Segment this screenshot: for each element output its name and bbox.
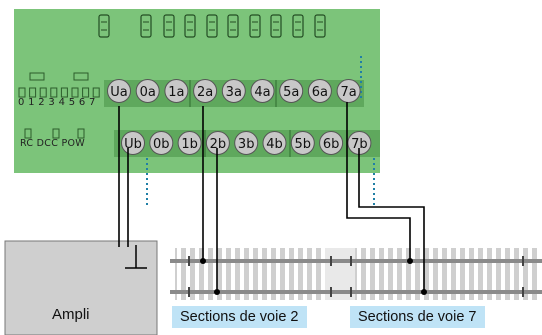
wire-junctions	[200, 258, 427, 295]
insulator-joint	[350, 256, 352, 266]
header-pin	[163, 14, 175, 38]
terminal-label: 4a	[254, 85, 270, 100]
terminal-label: 0b	[153, 137, 170, 152]
led-pad	[39, 87, 47, 98]
status-led-pads	[24, 128, 85, 139]
terminal-block-dividers	[189, 80, 291, 157]
section-label-7: Sections de voie 7	[350, 306, 485, 328]
header-pin	[184, 14, 196, 38]
header-pin	[140, 14, 152, 38]
board-components	[29, 72, 89, 81]
terminal-0b: 0b	[149, 131, 174, 155]
status-led-labels: RC DCC POW	[20, 138, 85, 149]
terminal-2b: 2b	[205, 131, 230, 155]
terminal-label: 7a	[340, 85, 356, 100]
terminal-5a: 5a	[279, 79, 304, 103]
terminal-Ub: Ub	[121, 131, 145, 155]
status-led-pad	[24, 128, 32, 139]
dotted-guides	[146, 56, 375, 207]
led-pad	[18, 87, 26, 98]
wires	[118, 102, 425, 292]
section-label-2: Sections de voie 2	[172, 306, 307, 328]
header-pin	[314, 14, 326, 38]
terminal-3a: 3a	[221, 79, 246, 103]
led-pad	[82, 87, 90, 98]
terminal-label: 5a	[283, 85, 299, 100]
insulator-joint	[522, 256, 524, 266]
led-pads	[18, 87, 100, 98]
wire-7b	[358, 148, 425, 292]
header-pin	[270, 14, 282, 38]
terminal-label: 2b	[210, 137, 227, 152]
terminal-2a: 2a	[193, 79, 218, 103]
terminal-label: 0a	[140, 85, 156, 100]
amplifier-label: Ampli	[52, 306, 90, 323]
terminal-7a: 7a	[336, 79, 361, 103]
led-pad	[29, 87, 37, 98]
insulator-joint	[330, 287, 332, 297]
header-pin	[227, 14, 239, 38]
terminal-label: 5b	[295, 137, 312, 152]
terminal-label: 3a	[226, 85, 242, 100]
header-pin	[98, 14, 110, 38]
led-pad	[71, 87, 79, 98]
ground-symbol-icon	[125, 245, 147, 269]
status-led-pad	[77, 128, 85, 139]
terminal-6b: 6b	[319, 131, 344, 155]
terminal-row-bottom: Ub 0b 1b 2b 3b 4b 5b 6b 7b	[121, 131, 372, 155]
terminal-4a: 4a	[250, 79, 275, 103]
led-pad	[92, 87, 100, 98]
rail-bottom	[170, 290, 542, 294]
terminal-label: 3b	[238, 137, 255, 152]
terminal-label: 6a	[312, 85, 328, 100]
terminal-label: 1b	[181, 137, 198, 152]
header-pins	[98, 14, 326, 38]
amplifier-box	[4, 240, 158, 335]
terminal-row-top: Ua 0a 1a 2a 3a 4a 5a 6a 7a	[107, 79, 361, 103]
header-pin	[206, 14, 218, 38]
terminal-5b: 5b	[290, 131, 315, 155]
header-pin	[292, 14, 304, 38]
insulator-joint	[330, 256, 332, 266]
terminal-label: Ub	[124, 137, 142, 152]
terminal-label: 2a	[197, 85, 213, 100]
rail-top	[170, 259, 542, 263]
railway-track	[170, 248, 542, 300]
terminal-0a: 0a	[135, 79, 160, 103]
terminal-label: 7b	[351, 137, 368, 152]
terminal-label: Ua	[110, 85, 127, 100]
terminal-Ua: Ua	[107, 79, 131, 103]
terminal-label: 6b	[323, 137, 340, 152]
terminal-label: 4b	[266, 137, 283, 152]
terminal-3b: 3b	[234, 131, 259, 155]
header-pin	[249, 14, 261, 38]
led-pad	[50, 87, 58, 98]
insulator-joint	[188, 256, 190, 266]
insulator-joint	[350, 287, 352, 297]
status-led-pad	[52, 128, 60, 139]
led-digit-labels: 0 1 2 3 4 5 6 7	[18, 97, 96, 108]
terminal-6a: 6a	[307, 79, 332, 103]
insulator-joint	[522, 287, 524, 297]
insulator-joint	[188, 287, 190, 297]
wire-7a	[346, 102, 411, 261]
terminal-1a: 1a	[164, 79, 189, 103]
terminal-1b: 1b	[177, 131, 202, 155]
led-pad	[60, 87, 68, 98]
terminal-4b: 4b	[262, 131, 287, 155]
terminal-label: 1a	[168, 85, 184, 100]
